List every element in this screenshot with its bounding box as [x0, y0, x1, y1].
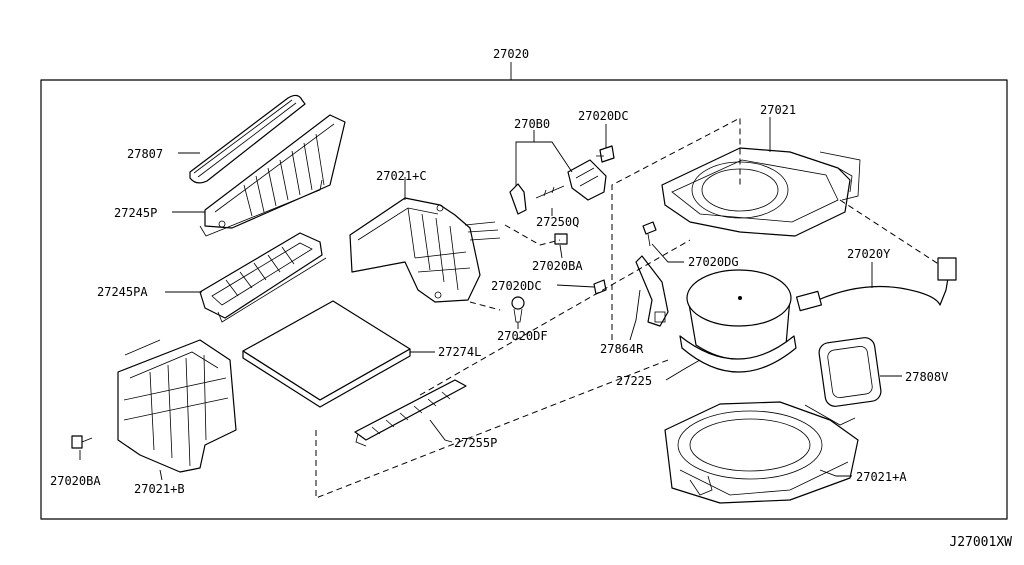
label-27021C: 27021+C [376, 169, 427, 183]
part-27020Y-harness [795, 257, 957, 312]
part-27020DF-screw [511, 296, 525, 323]
part-27245PA-duct [199, 232, 327, 323]
part-27021-housing [661, 147, 861, 237]
label-270B0: 270B0 [514, 117, 550, 131]
label-27245PA: 27245PA [97, 285, 148, 299]
label-27250Q: 27250Q [536, 215, 579, 229]
label-27020BA-low: 27020BA [50, 474, 101, 488]
leader-lines [79, 117, 902, 481]
label-27020DF: 27020DF [497, 329, 548, 343]
label-27020DC-top: 27020DC [578, 109, 629, 123]
assembly-dashed-lines [315, 117, 941, 499]
part-27245P-duct [199, 114, 346, 237]
part-27020BA-clip-mid [554, 233, 568, 245]
label-27021: 27021 [760, 103, 796, 117]
drawing-code: J27001XW [949, 535, 1012, 550]
label-27021A: 27021+A [856, 470, 907, 484]
part-27021B-case [117, 339, 237, 473]
label-27020BA-mid: 27020BA [532, 259, 583, 273]
assembly-label: 27020 [493, 47, 529, 61]
part-27020DG-screw [642, 221, 657, 247]
label-27255P: 27255P [454, 436, 497, 450]
part-27225-blower-motor [679, 269, 797, 373]
part-27255P-grille [354, 379, 467, 447]
label-27864R: 27864R [600, 342, 644, 356]
part-27020DC-screw-top [596, 145, 615, 163]
part-27807-filter [189, 94, 306, 184]
label-27020Y: 27020Y [847, 247, 891, 261]
label-27020DC-mid: 27020DC [491, 279, 542, 293]
label-27021B: 27021+B [134, 482, 185, 496]
part-27020DC-screw-mid [593, 279, 607, 295]
label-27225: 27225 [616, 374, 652, 388]
part-27020BA-clip-low [71, 435, 83, 449]
part-27864R-bracket [635, 255, 669, 327]
label-27808V: 27808V [905, 370, 948, 384]
label-27274L: 27274L [438, 345, 481, 359]
part-27021C-case [349, 197, 501, 303]
part-27808V-seal [818, 337, 882, 407]
part-27021A-case [664, 401, 859, 504]
assembly-frame [40, 79, 1008, 520]
label-27807: 27807 [127, 147, 163, 161]
label-27245P: 27245P [114, 206, 157, 220]
part-27274L-filter [242, 300, 411, 408]
label-27020DG: 27020DG [688, 255, 739, 269]
part-270B0-actuator [509, 159, 607, 215]
